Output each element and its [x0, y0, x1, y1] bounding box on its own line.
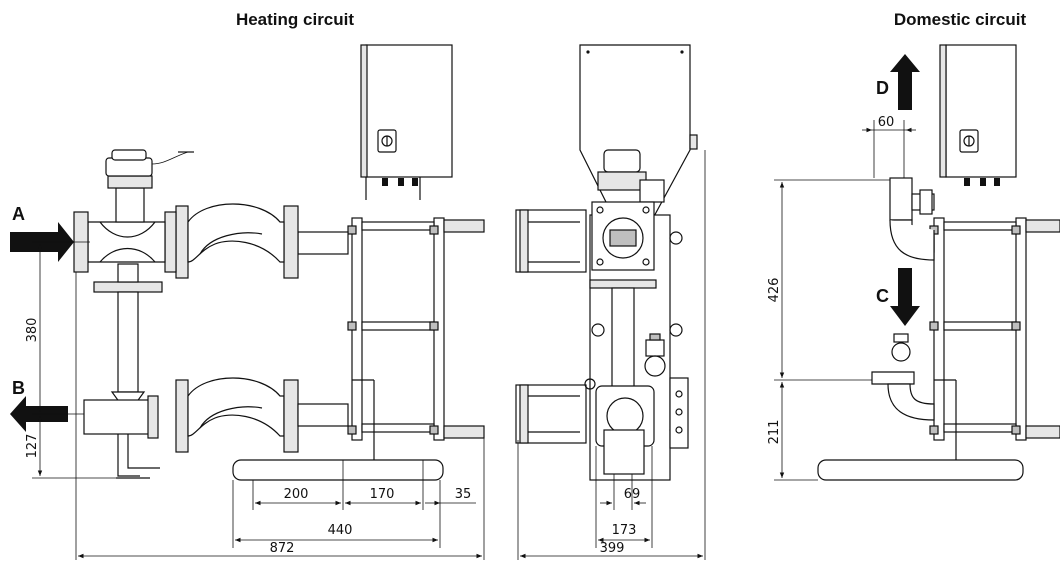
arrow-in-c-icon	[890, 268, 920, 326]
upper-pipe-run	[73, 149, 349, 279]
dim-200: 200	[284, 487, 309, 502]
domestic-side-view: D C	[817, 44, 1060, 481]
dim-170: 170	[370, 487, 395, 502]
heating-dimensions: 380 127 200 170 35 440 872	[25, 241, 485, 560]
arrow-out-d-icon	[890, 54, 920, 110]
port-b-label: B	[12, 378, 25, 398]
dim-211: 211	[767, 420, 782, 445]
dim-426: 426	[767, 278, 782, 303]
port-d-label: D	[876, 78, 889, 98]
dim-440: 440	[328, 523, 353, 538]
bypass-pipe	[93, 263, 163, 416]
dim-60: 60	[878, 115, 895, 130]
dim-380: 380	[25, 318, 40, 343]
heating-circuit-title: Heating circuit	[236, 10, 354, 29]
dim-35: 35	[455, 487, 472, 502]
heating-front-view	[515, 44, 698, 481]
heat-exchanger	[347, 217, 485, 460]
front-dimensions: 69 173 399	[517, 150, 706, 560]
domestic-dimensions: 60 426 211	[767, 115, 916, 481]
port-c-label: C	[876, 286, 889, 306]
dim-399: 399	[600, 541, 625, 556]
dim-69: 69	[624, 487, 641, 502]
domestic-circuit-title: Domestic circuit	[894, 10, 1027, 29]
dim-872: 872	[270, 541, 295, 556]
base-plate	[232, 459, 444, 481]
port-a-label: A	[12, 204, 25, 224]
lower-pipe-run	[83, 377, 349, 479]
controller-cabinet	[360, 44, 453, 200]
dim-127: 127	[25, 434, 40, 459]
dim-173: 173	[612, 523, 637, 538]
heating-side-view: A B	[10, 44, 485, 481]
